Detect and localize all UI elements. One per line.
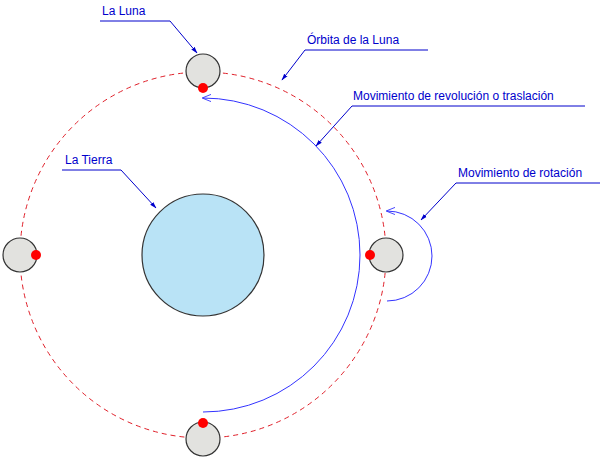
callout-label: La Luna [102,4,145,18]
moon-marks [31,83,375,428]
callout-label: Movimiento de revolución o traslación [353,89,554,103]
callout-label: Órbita de la Luna [307,33,399,47]
callout-label: Movimiento de rotación [458,166,582,180]
earth [142,194,264,316]
leaders [62,21,600,220]
callout-label: La Tierra [65,153,112,167]
orbit [20,72,386,438]
moons [3,54,403,456]
revolution-arc [203,98,360,412]
